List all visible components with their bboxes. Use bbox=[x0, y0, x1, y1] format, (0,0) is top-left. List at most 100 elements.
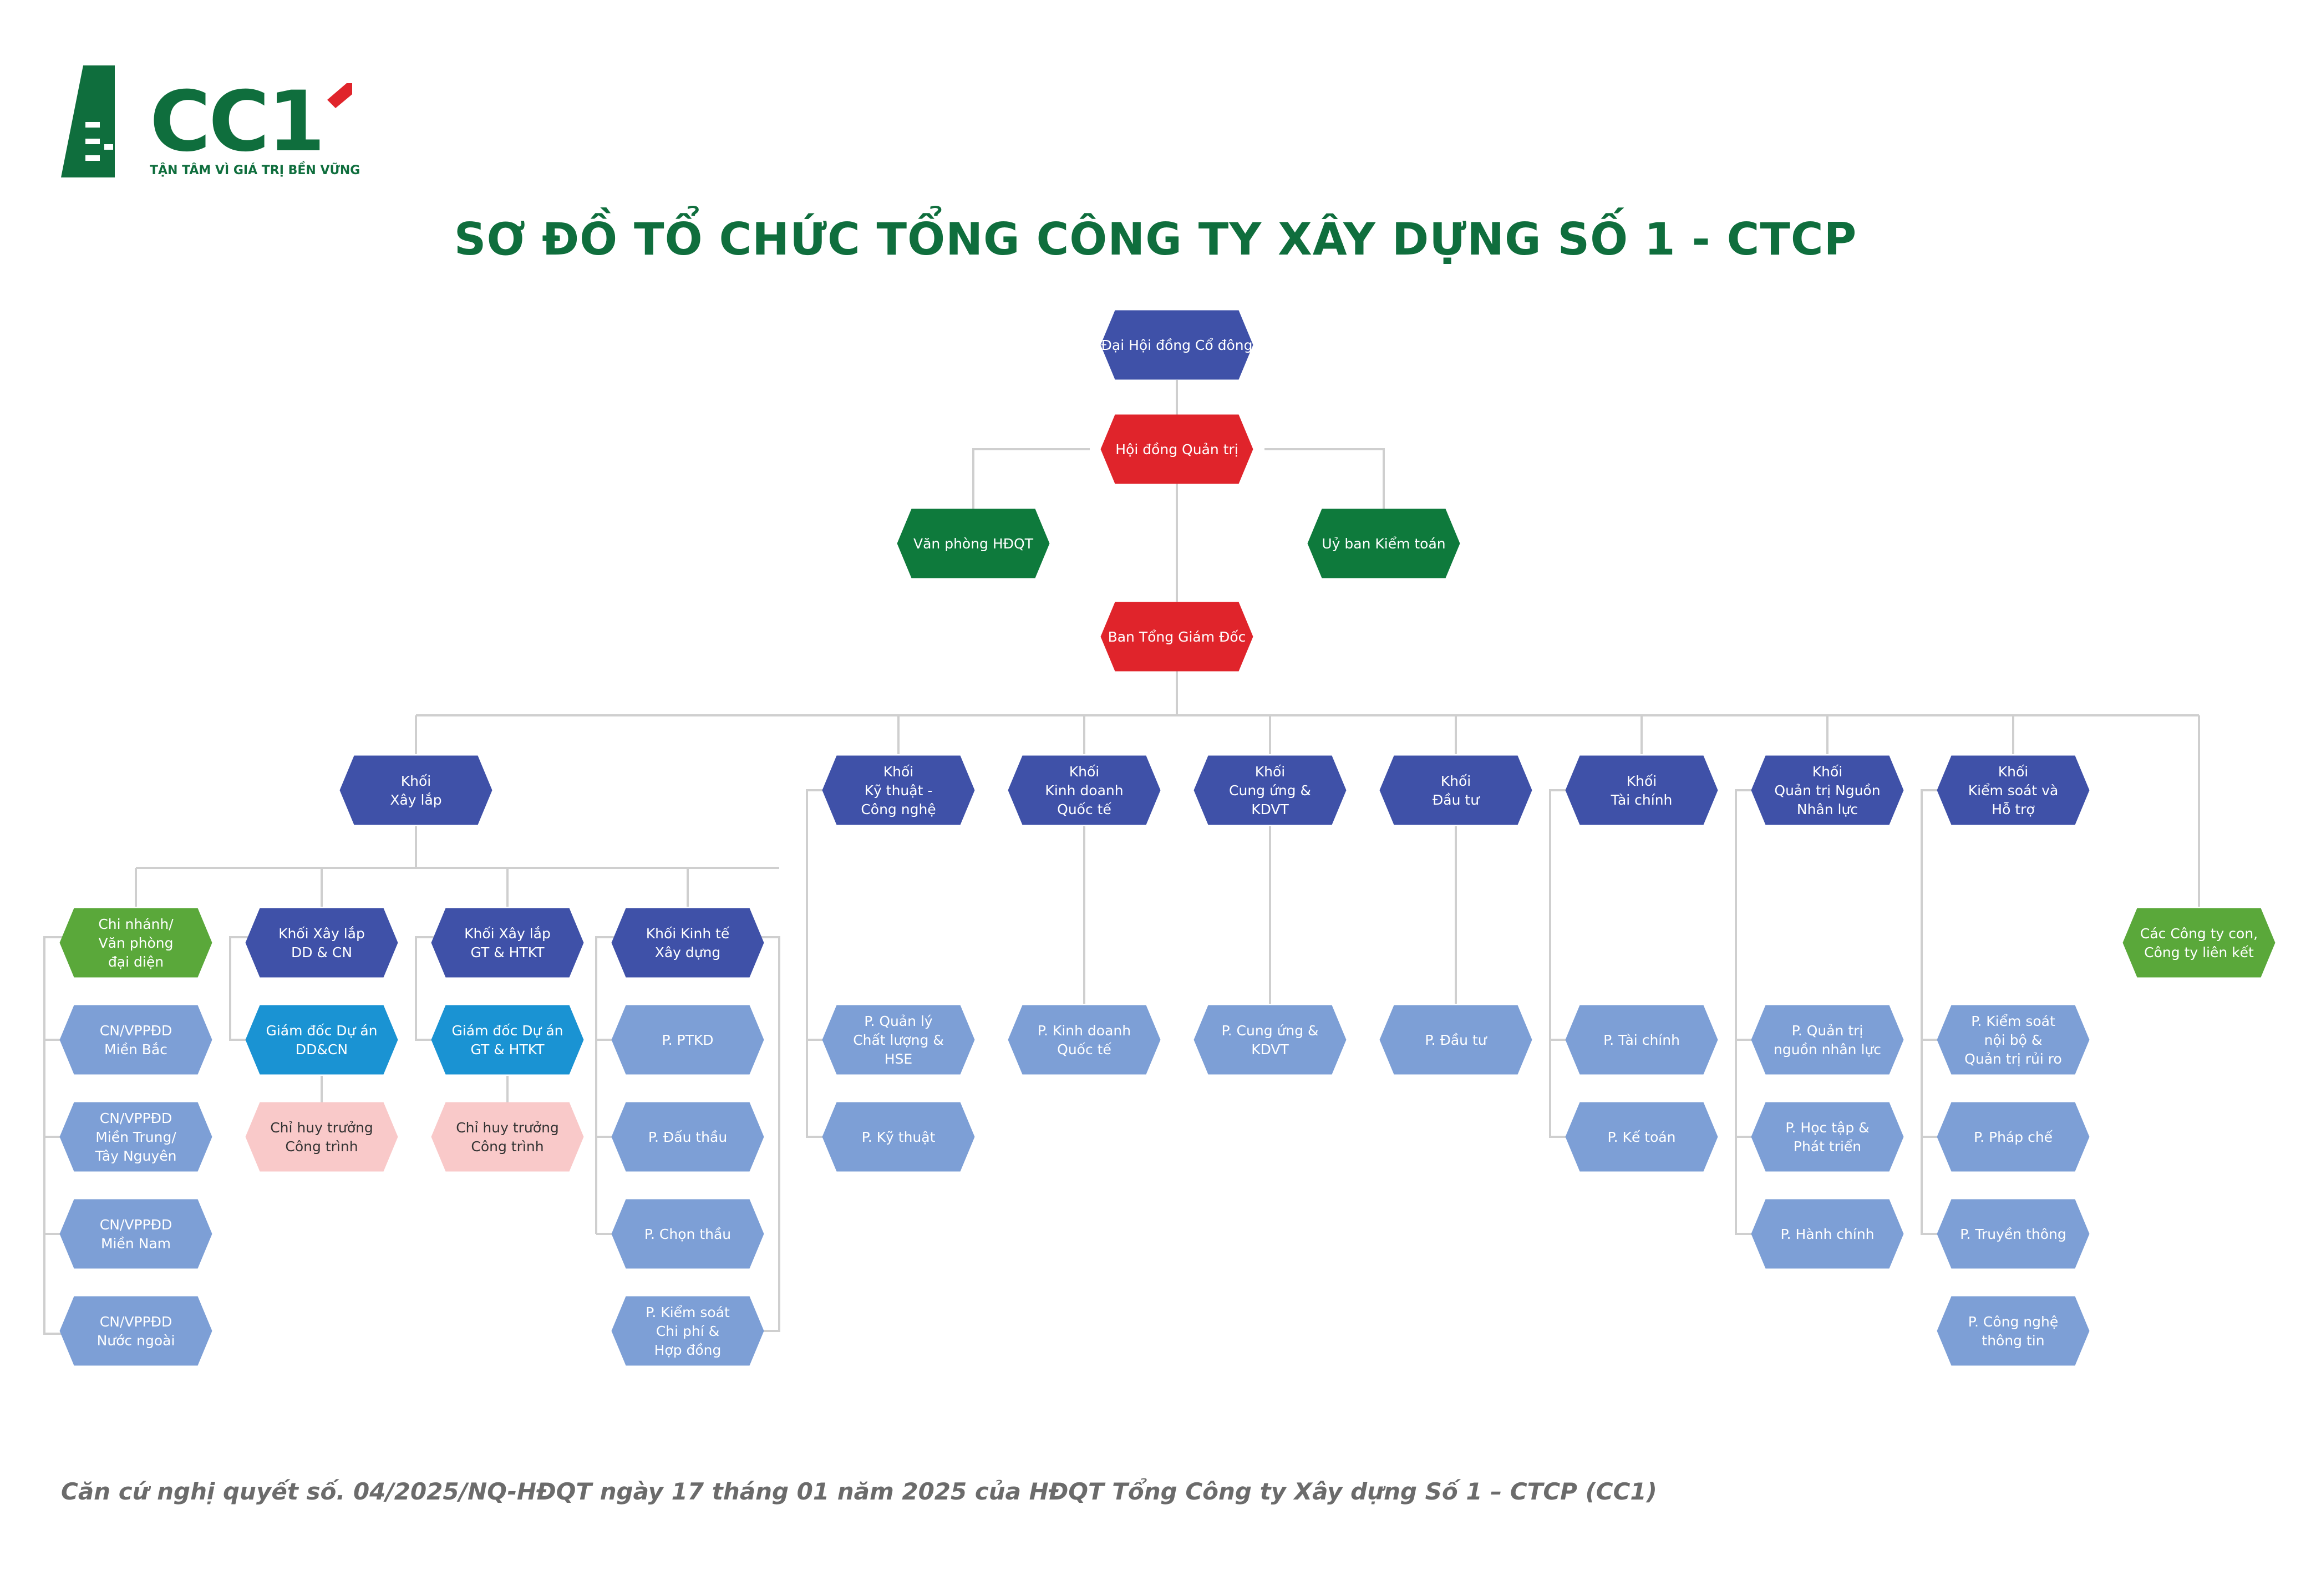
node-label: Các Công ty con,Công ty liên kết bbox=[2140, 926, 2258, 960]
logo-accent-icon bbox=[327, 83, 352, 108]
node-shape bbox=[1379, 755, 1532, 825]
node-p-cungung: P. Cung ứng &KDVT bbox=[1193, 1005, 1347, 1075]
node-shape bbox=[1100, 414, 1253, 484]
node-label: P. Đầu tư bbox=[1425, 1032, 1487, 1048]
node-shape bbox=[1565, 1005, 1718, 1075]
node-shape bbox=[1193, 1005, 1347, 1075]
node-shape bbox=[59, 908, 212, 978]
node-p-chonthau: P. Chọn thầu bbox=[611, 1199, 764, 1269]
node-shape bbox=[1937, 1296, 2090, 1366]
node-shape bbox=[1307, 509, 1460, 578]
node-label: Uỷ ban Kiểm toán bbox=[1322, 536, 1445, 552]
node-label: Hội đồng Quản trị bbox=[1115, 441, 1238, 458]
node-label: P. Pháp chế bbox=[1974, 1129, 2053, 1145]
node-label: P. Đấu thầu bbox=[648, 1129, 727, 1145]
node-shape bbox=[431, 1005, 584, 1075]
node-cty-con: Các Công ty con,Công ty liên kết bbox=[2122, 908, 2276, 978]
node-shape bbox=[1751, 1102, 1904, 1172]
node-p-dautu: P. Đầu tư bbox=[1379, 1005, 1532, 1075]
node-p-hoctap: P. Học tập &Phát triển bbox=[1751, 1102, 1904, 1172]
node-shape bbox=[1937, 1199, 2090, 1269]
node-shape bbox=[822, 1005, 975, 1075]
node-shape bbox=[611, 1199, 764, 1269]
node-label: P. Chọn thầu bbox=[644, 1226, 731, 1242]
node-label: P. Tài chính bbox=[1603, 1032, 1680, 1048]
node-p-phapche: P. Pháp chế bbox=[1937, 1102, 2090, 1172]
node-shape bbox=[611, 1005, 764, 1075]
node-p-kythuat: P. Kỹ thuật bbox=[822, 1102, 975, 1172]
node-shape bbox=[822, 1102, 975, 1172]
footnote: Căn cứ nghị quyết số. 04/2025/NQ-HĐQT ng… bbox=[61, 1478, 1657, 1505]
node-shape bbox=[1751, 1005, 1904, 1075]
node-dhdcd: Đại Hội đồng Cổ đông bbox=[1100, 310, 1253, 380]
node-shape bbox=[2122, 908, 2276, 978]
node-shape bbox=[59, 1296, 212, 1366]
node-shape bbox=[1379, 1005, 1532, 1075]
node-shape bbox=[431, 1102, 584, 1172]
node-shape bbox=[611, 1296, 764, 1366]
node-label: Ban Tổng Giám Đốc bbox=[1108, 629, 1246, 645]
node-label: Văn phòng HĐQT bbox=[913, 536, 1034, 552]
node-shape bbox=[611, 908, 764, 978]
node-shape bbox=[1008, 1005, 1161, 1075]
node-shape bbox=[1565, 755, 1718, 825]
node-p-dauthau: P. Đấu thầu bbox=[611, 1102, 764, 1172]
node-label: Đại Hội đồng Cổ đông bbox=[1101, 337, 1253, 353]
node-shape bbox=[611, 1102, 764, 1172]
node-shape bbox=[897, 509, 1050, 578]
node-shape bbox=[59, 1005, 212, 1075]
logo-text: CC1 bbox=[150, 74, 326, 170]
node-p-ketoan: P. Kế toán bbox=[1565, 1102, 1718, 1172]
node-shape bbox=[59, 1102, 212, 1172]
node-ubkt: Uỷ ban Kiểm toán bbox=[1307, 509, 1460, 578]
node-shape bbox=[1193, 755, 1347, 825]
node-shape bbox=[1937, 1102, 2090, 1172]
node-p-ptkd: P. PTKD bbox=[611, 1005, 764, 1075]
node-p-hanhchinh: P. Hành chính bbox=[1751, 1199, 1904, 1269]
node-shape bbox=[59, 1199, 212, 1269]
logo-slogan: TẬN TÂM VÌ GIÁ TRỊ BỀN VỮNG bbox=[150, 164, 360, 177]
node-shape bbox=[1565, 1102, 1718, 1172]
node-p-taichinh: P. Tài chính bbox=[1565, 1005, 1718, 1075]
